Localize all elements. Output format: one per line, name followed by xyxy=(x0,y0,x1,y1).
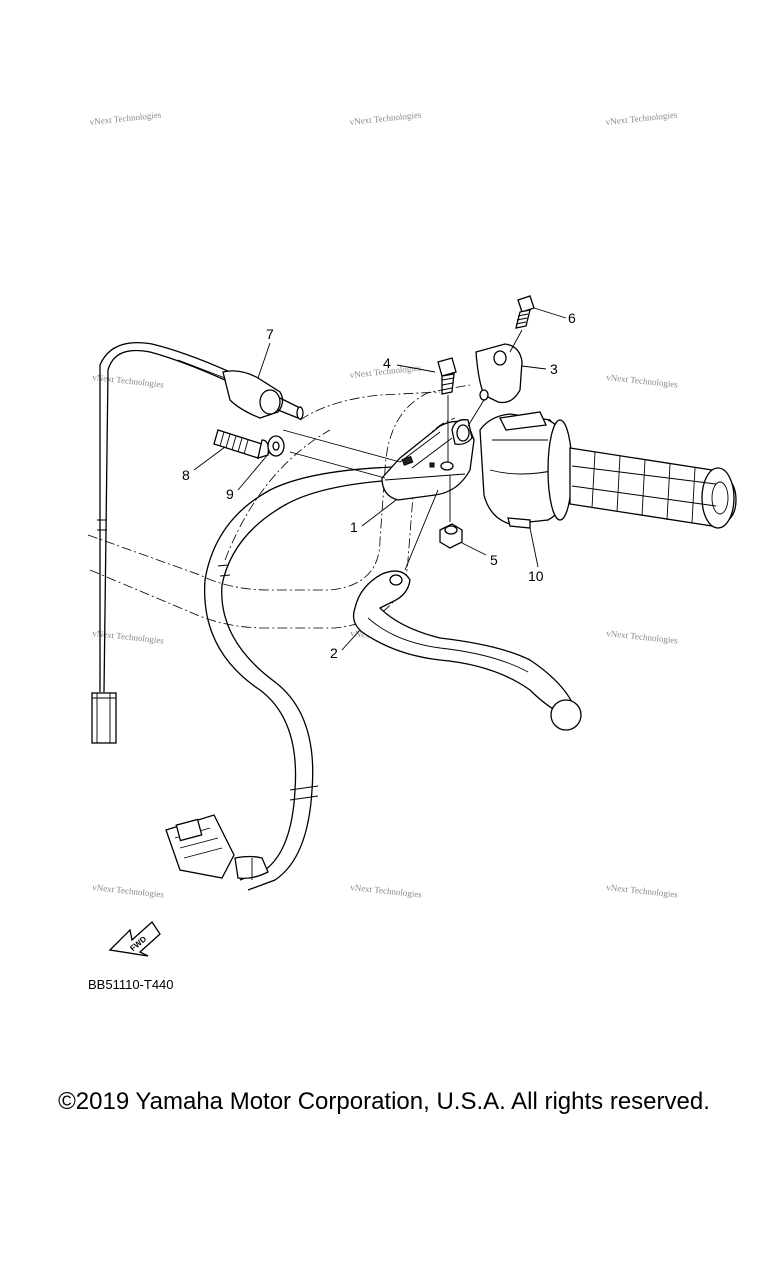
watermark: vNext Technologies xyxy=(349,109,422,127)
handlebar-phantom xyxy=(87,384,471,629)
clamp-part-3 xyxy=(475,343,523,404)
nut-part-5 xyxy=(439,523,463,549)
lever-holder-part-1 xyxy=(381,419,475,501)
callout-6: 6 xyxy=(568,310,576,326)
clutch-cable xyxy=(165,466,396,891)
callout-7: 7 xyxy=(266,326,274,342)
watermark: vNext Technologies xyxy=(350,882,423,900)
callout-10: 10 xyxy=(528,568,544,584)
callout-9: 9 xyxy=(226,486,234,502)
callout-1: 1 xyxy=(350,519,358,535)
watermark: vNext Technologies xyxy=(605,109,678,127)
assembly-lines xyxy=(282,329,523,522)
callout-2: 2 xyxy=(330,645,338,661)
callouts: 1 2 3 4 5 6 7 8 9 10 xyxy=(182,310,576,661)
switch-housing-part-10 xyxy=(479,411,573,529)
watermark: vNext Technologies xyxy=(92,628,165,646)
watermark: vNext Technologies xyxy=(89,109,162,127)
callout-8: 8 xyxy=(182,467,190,483)
switch-wire xyxy=(91,341,231,744)
locknut-part-9 xyxy=(267,435,285,457)
grip xyxy=(569,447,737,529)
watermark: vNext Technologies xyxy=(92,372,165,390)
pivot-bolt-part-4 xyxy=(437,357,457,395)
copyright-notice: ©2019 Yamaha Motor Corporation, U.S.A. A… xyxy=(58,1088,710,1115)
watermark: vNext Technologies xyxy=(606,628,679,646)
diagram-code: BB51110-T440 xyxy=(88,977,174,992)
leader-lines xyxy=(193,307,567,651)
callout-3: 3 xyxy=(550,361,558,377)
callout-4: 4 xyxy=(383,355,391,371)
watermark: vNext Technologies xyxy=(606,372,679,390)
watermark: vNext Technologies xyxy=(606,882,679,900)
watermark: vNext Technologies xyxy=(92,882,165,900)
fwd-arrow-icon: FWD xyxy=(108,921,161,957)
callout-5: 5 xyxy=(490,552,498,568)
clutch-switch-part-7 xyxy=(177,359,304,420)
clamp-bolt-part-6 xyxy=(515,295,535,329)
adjuster-bolt-part-8 xyxy=(213,429,270,459)
clutch-lever-part-2 xyxy=(352,570,582,731)
